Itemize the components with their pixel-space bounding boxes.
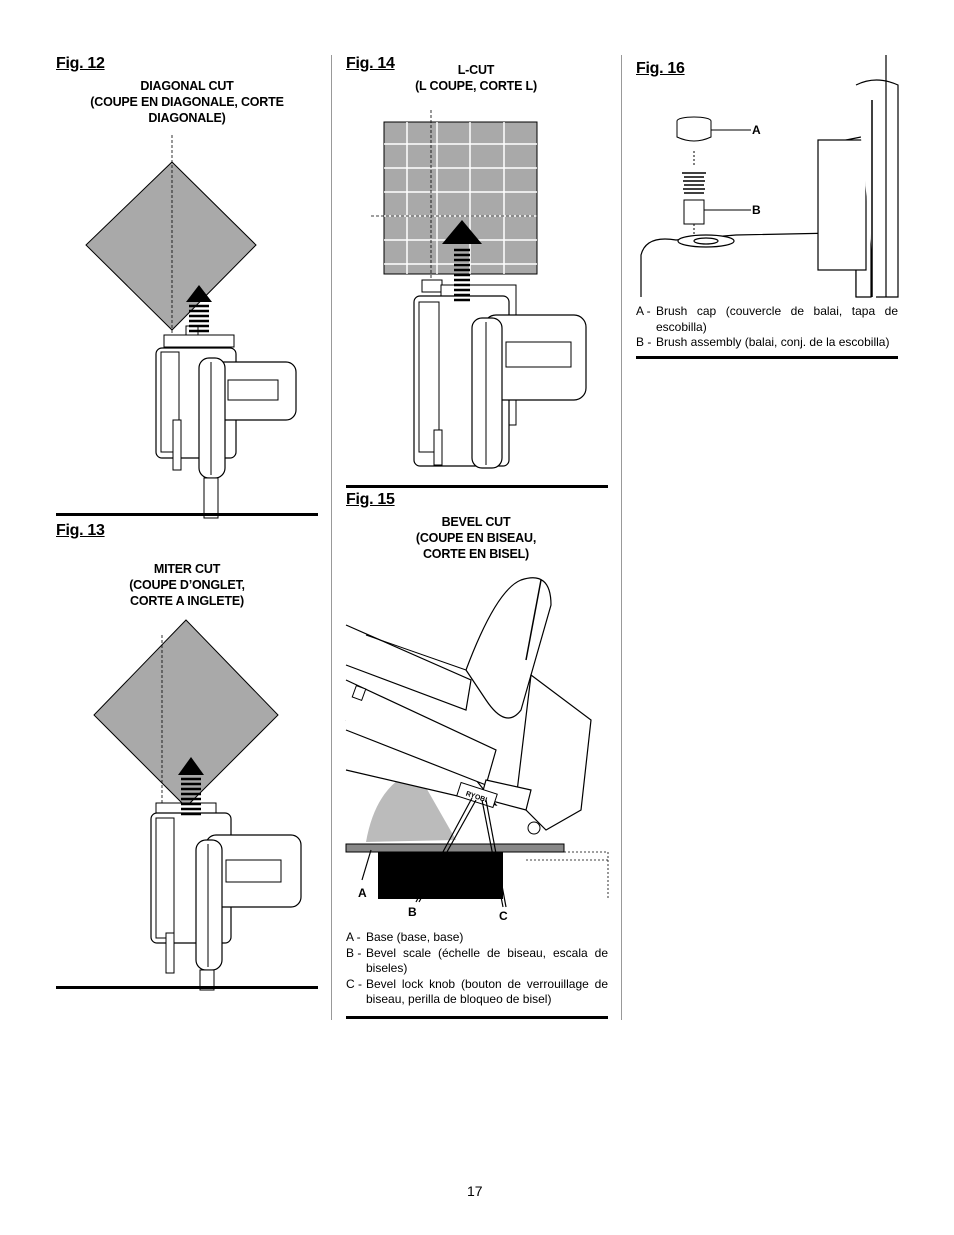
fig15-callout-b: B	[408, 905, 417, 919]
fig16-label: Fig. 16	[636, 60, 685, 77]
fig15-base-plate	[345, 843, 565, 853]
fig15-caption-line1: BEVEL CUT	[441, 515, 511, 529]
fig16-legend-row-b: B - Brush assembly (balai, conj. de la e…	[636, 335, 898, 351]
fig15-legend-key-c: C -	[346, 976, 362, 991]
fig14-direction-arrow	[442, 220, 482, 302]
fig14-bottom-rule	[346, 485, 608, 488]
fig16-legend-key-b: B -	[636, 335, 652, 349]
fig13-miter-cut-illustration	[93, 619, 302, 991]
column-separator-right	[621, 55, 622, 1020]
fig16-legend-text-a: Brush cap (couvercle de balai, tapa de e…	[656, 304, 898, 334]
fig16-motor-housing	[640, 79, 899, 298]
fig15-legend-row-c: C - Bevel lock knob (bouton de verrouill…	[346, 977, 608, 1008]
column-separator-left	[331, 55, 332, 1020]
fig13-caption-line3: CORTE A INGLETE)	[130, 594, 244, 608]
fig16-legend-key-a: A -	[636, 304, 651, 318]
fig16-callout-b: B	[752, 203, 761, 217]
fig15-legend-key-b: B -	[346, 945, 362, 960]
fig16-legend-text-b: Brush assembly (balai, conj. de la escob…	[656, 335, 890, 349]
fig13-caption-line2: (COUPE D’ONGLET,	[129, 578, 245, 592]
fig13-saw-body	[150, 802, 302, 991]
fig15-leader-a	[361, 849, 372, 881]
fig14-caption: L-CUT (L COUPE, CORTE L)	[395, 62, 557, 94]
fig15-legend-text-c: Bevel lock knob (bouton de verrouillage …	[366, 976, 608, 1007]
fig15-leader-b2	[418, 799, 477, 903]
fig13-label: Fig. 13	[56, 522, 105, 539]
fig15-legend-text-a: Base (base, base)	[366, 930, 464, 944]
fig16-bottom-rule	[636, 356, 898, 359]
fig15-label: Fig. 15	[346, 491, 395, 508]
fig15-legend-row-a: A - Base (base, base)	[346, 930, 608, 946]
fig15-caption: BEVEL CUT (COUPE EN BISEAU, CORTE EN BIS…	[396, 514, 556, 562]
fig12-diagonal-cut-illustration	[85, 135, 297, 519]
fig15-legend: A - Base (base, base) B - Bevel scale (é…	[346, 930, 608, 1008]
fig15-callout-a: A	[358, 886, 367, 900]
fig12-workpiece	[85, 161, 257, 331]
page-number: 17	[467, 1183, 483, 1199]
fig12-caption: DIAGONAL CUT (COUPE EN DIAGONALE, CORTE …	[56, 78, 318, 126]
fig12-saw-body	[155, 325, 297, 519]
fig16-brush-illustration	[640, 55, 899, 298]
fig12-label: Fig. 12	[56, 55, 105, 72]
fig15-saw-body	[345, 577, 592, 831]
fig16-brush-assembly	[682, 151, 706, 239]
fig14-caption-line1: L-CUT	[457, 63, 495, 77]
fig15-bevel-cut-illustration: RYOBI	[345, 577, 609, 908]
fig16-callout-a: A	[752, 123, 761, 137]
fig15-caption-line2: (COUPE EN BISEAU,	[415, 531, 537, 545]
fig13-caption-line1: MITER CUT	[153, 562, 221, 576]
fig15-leader-b	[415, 797, 473, 903]
fig14-label: Fig. 14	[346, 55, 395, 72]
fig13-bottom-rule	[56, 986, 318, 989]
fig15-leader-c	[481, 799, 504, 908]
fig14-saw-body	[413, 279, 587, 469]
fig15-blade	[366, 770, 456, 842]
fig14-l-cut-illustration	[371, 110, 587, 469]
fig13-direction-arrow	[178, 757, 204, 816]
fig16-legend-row-a: A - Brush cap (couvercle de balai, tapa …	[636, 304, 898, 335]
fig15-bottom-rule	[346, 1016, 608, 1019]
fig16-brush-cap	[676, 116, 712, 142]
fig14-caption-line2: (L COUPE, CORTE L)	[415, 79, 537, 93]
fig15-callout-c: C	[499, 909, 508, 923]
fig12-caption-line3: DIAGONALE)	[148, 111, 226, 125]
fig12-caption-line2: (COUPE EN DIAGONALE, CORTE	[90, 95, 284, 109]
fig15-leader-c2	[485, 799, 507, 908]
fig15-workpiece-block	[378, 852, 503, 899]
fig15-caption-line3: CORTE EN BISEL)	[422, 547, 530, 561]
fig14-workpiece	[383, 121, 538, 275]
fig16-legend: A - Brush cap (couvercle de balai, tapa …	[636, 304, 898, 351]
fig12-direction-arrow	[186, 285, 212, 333]
fig12-bottom-rule	[56, 513, 318, 516]
fig15-legend-key-a: A -	[346, 930, 361, 944]
fig13-caption: MITER CUT (COUPE D’ONGLET, CORTE A INGLE…	[56, 561, 318, 609]
fig15-legend-text-b: Bevel scale (échelle de biseau, escala d…	[366, 945, 608, 976]
fig15-legend-row-b: B - Bevel scale (échelle de biseau, esca…	[346, 946, 608, 977]
fig12-caption-line1: DIAGONAL CUT	[140, 79, 234, 93]
